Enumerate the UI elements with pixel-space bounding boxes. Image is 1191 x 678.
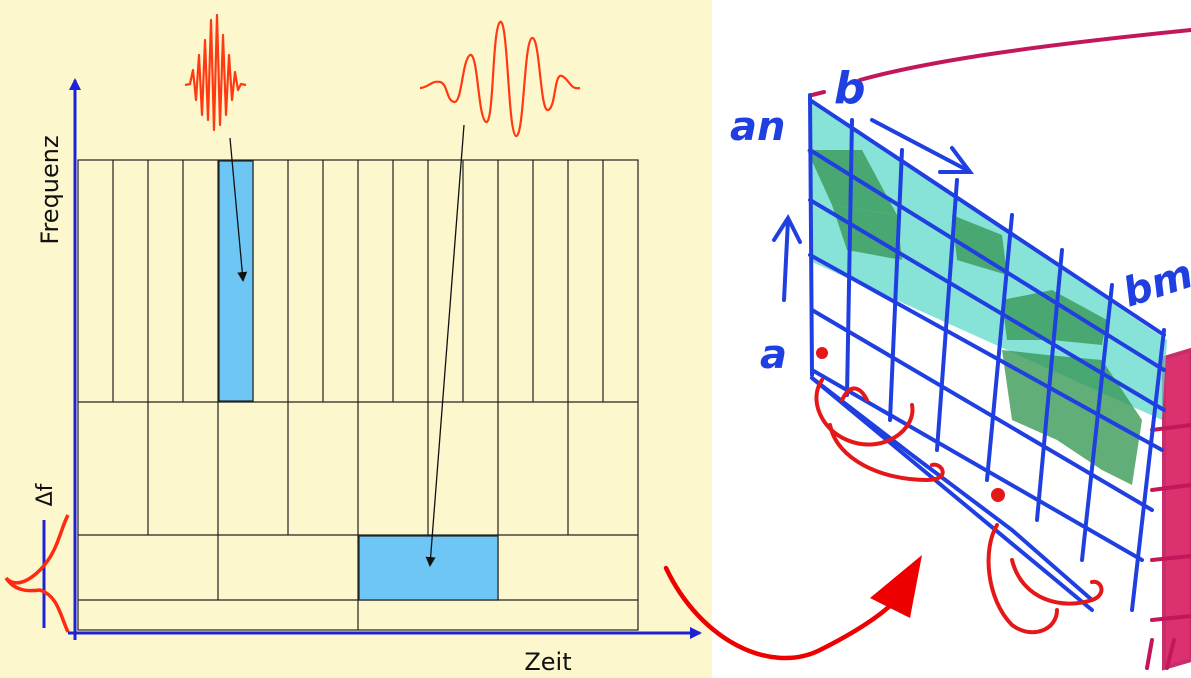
long-wavelet-icon <box>419 20 581 138</box>
label-a: a <box>760 332 787 378</box>
bandwidth-label: Δf <box>33 482 58 506</box>
direction-arrows <box>772 118 974 302</box>
arrow-right-icon <box>870 118 969 172</box>
y-axis-label: Frequenz <box>36 135 64 244</box>
tiling-grid <box>77 159 639 631</box>
sketch-panel: an a b bm <box>712 0 1191 678</box>
time-frequency-diagram: Frequenz Zeit Δf <box>0 0 712 678</box>
label-b-m: bm <box>1117 251 1191 316</box>
magenta-strokes <box>810 28 1191 671</box>
label-b: b <box>834 63 866 114</box>
sketch-svg: an a b bm <box>730 28 1191 671</box>
second-band-dividers <box>147 402 569 535</box>
highlight-cell-wide <box>358 535 499 601</box>
pointer-arrow-wide <box>425 124 465 567</box>
red-ink-marks <box>814 347 1104 635</box>
axes <box>68 78 702 640</box>
label-a-n: an <box>730 104 785 150</box>
x-axis-label: Zeit <box>524 648 571 676</box>
pointer-arrow-narrow <box>229 137 248 282</box>
short-wavelet-icon <box>184 13 247 132</box>
gaussian-window-icon <box>4 514 70 633</box>
tiling-svg: Frequenz Zeit Δf <box>4 13 702 676</box>
arrow-up-icon <box>782 218 790 302</box>
top-band-dividers <box>112 160 604 402</box>
